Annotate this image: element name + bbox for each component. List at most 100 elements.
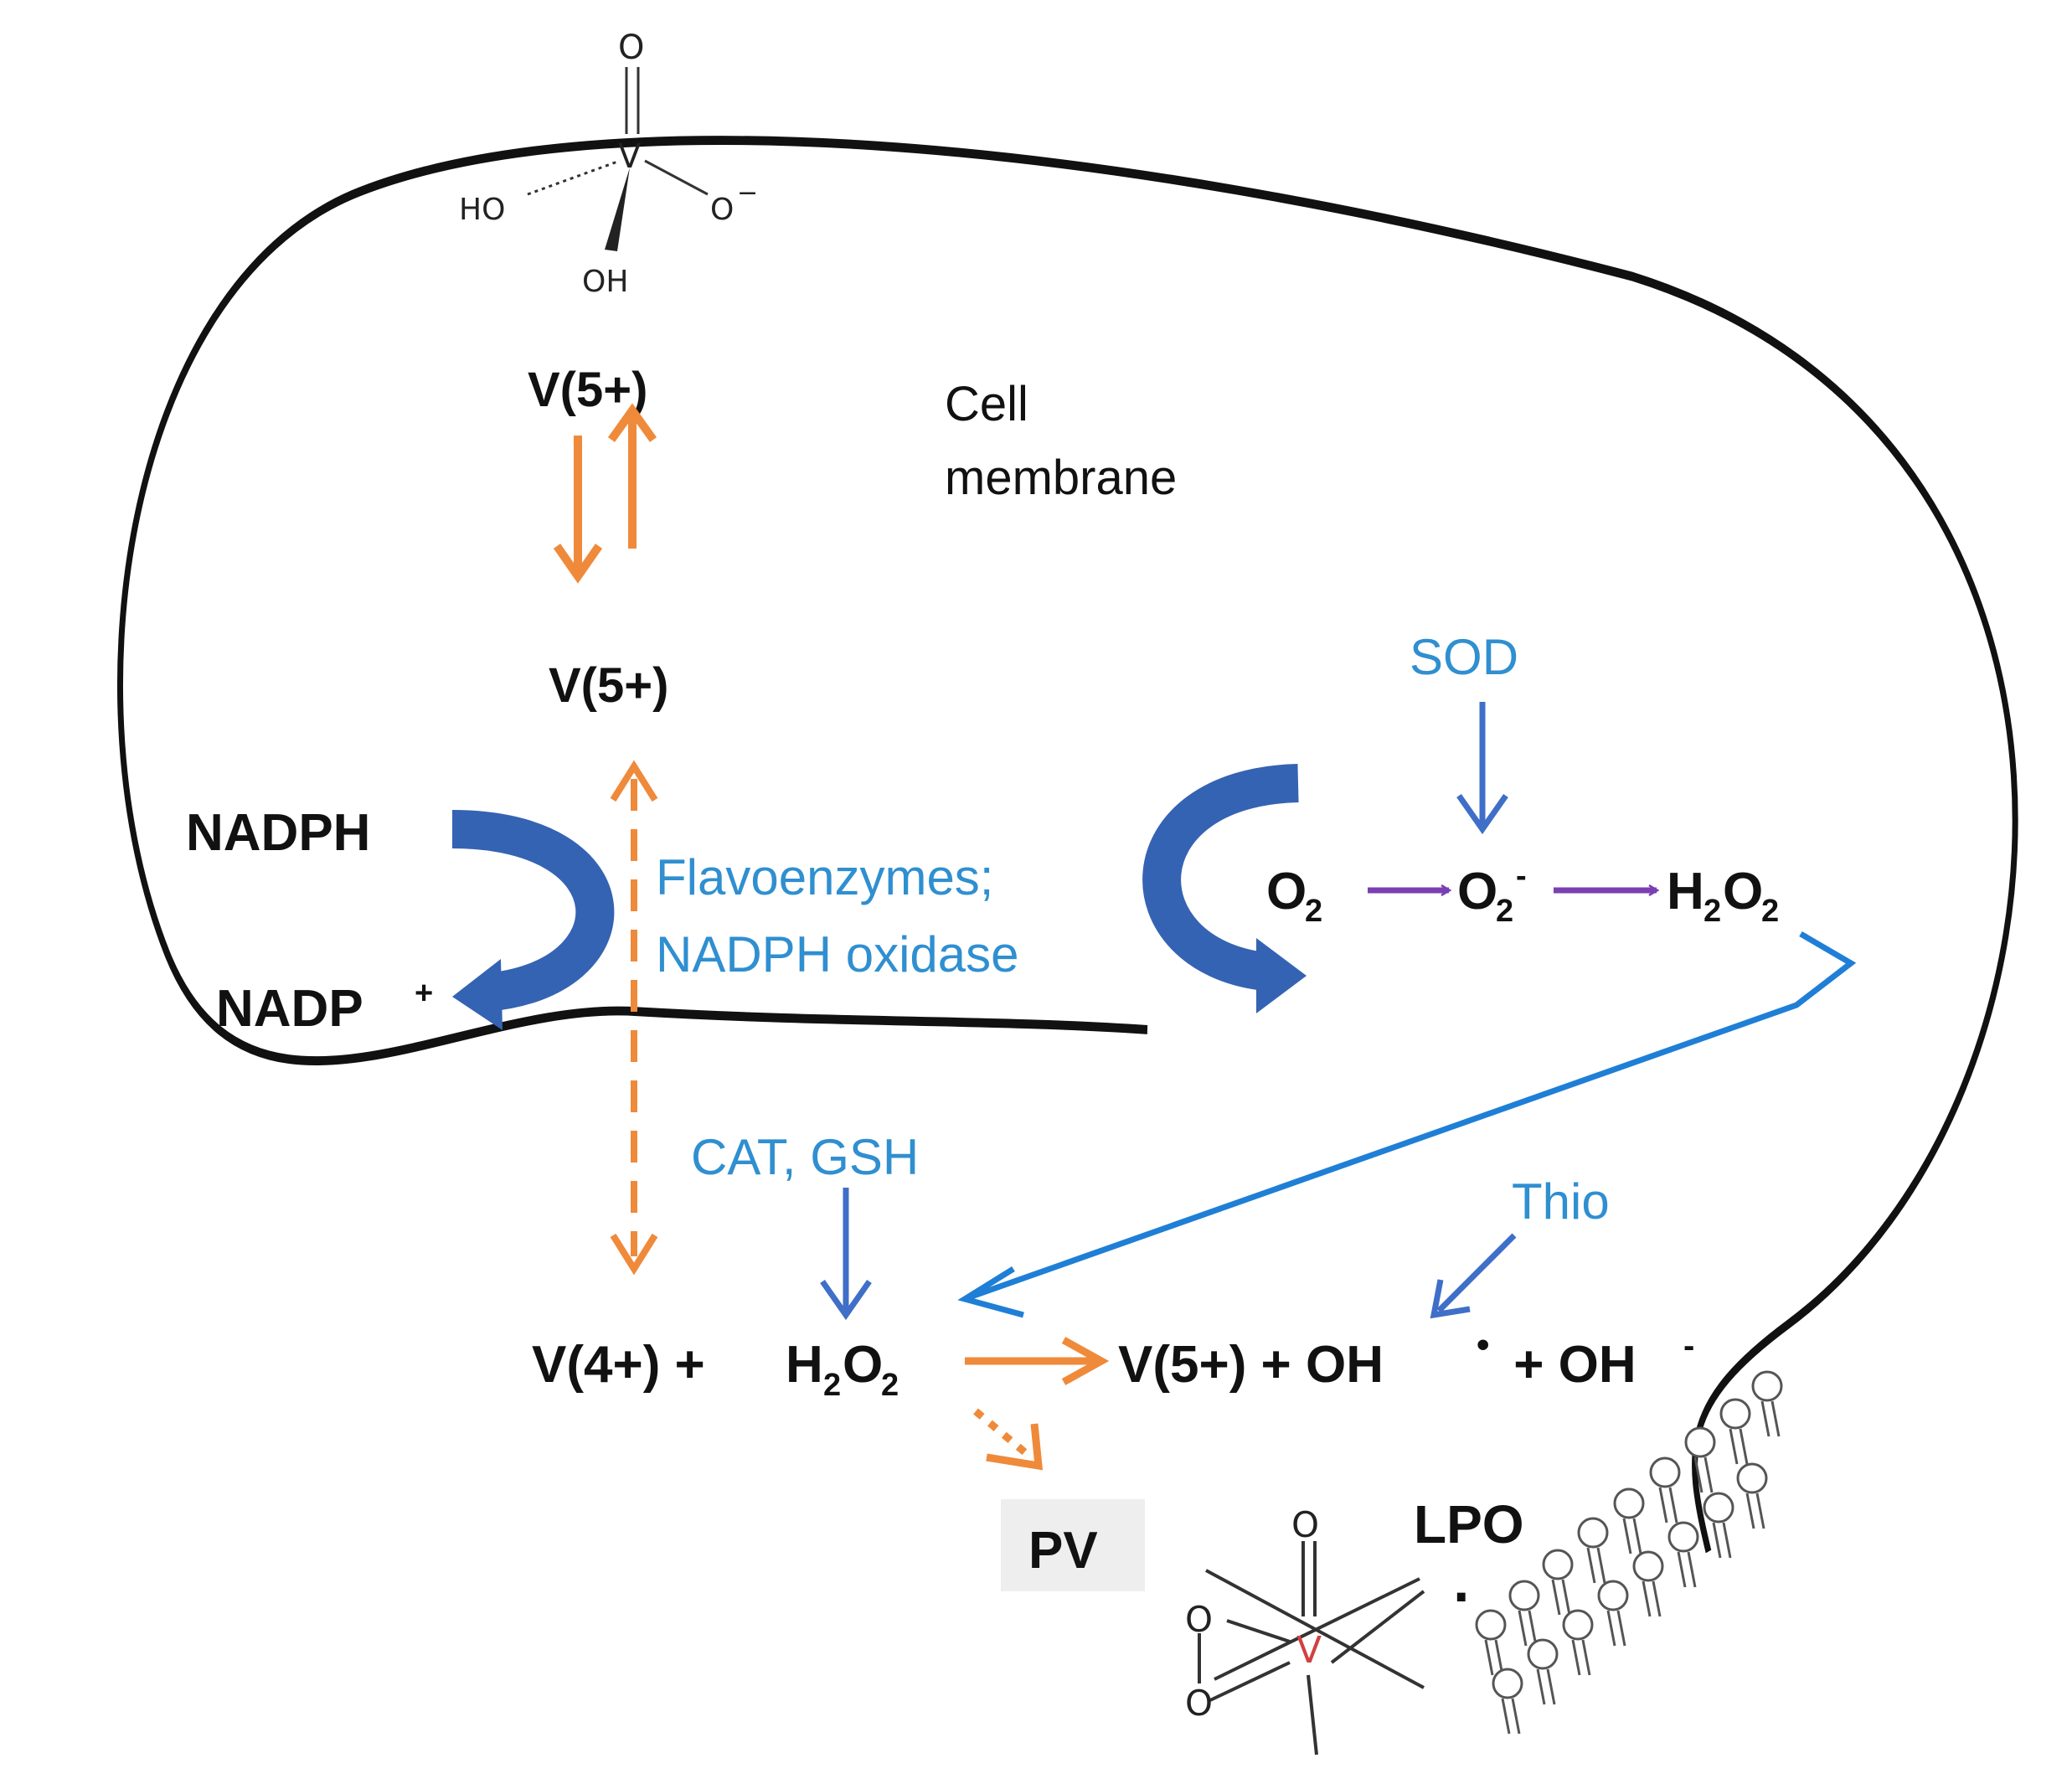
- h2o2-top-o-sub: 2: [1761, 894, 1779, 929]
- h2o2-feedback-line: [957, 931, 1857, 1318]
- lipid-tail: [1536, 1668, 1546, 1705]
- sod-arrow: [1456, 702, 1508, 835]
- superoxide-base: O: [1457, 863, 1497, 920]
- peroxo-v: V: [1296, 1629, 1322, 1672]
- lipid-tail: [1658, 1487, 1668, 1523]
- lipid-head: [1597, 1580, 1629, 1611]
- lipid-tail: [1739, 1428, 1749, 1465]
- lipid-tail: [1760, 1400, 1770, 1437]
- peroxovanadium-structure: [1198, 1541, 1425, 1755]
- lipid-tail: [1501, 1698, 1511, 1735]
- lipid-head: [1684, 1426, 1716, 1458]
- cat-gsh-label: CAT, GSH: [691, 1129, 919, 1185]
- lipid-head: [1632, 1550, 1664, 1582]
- oxygen-curved-arrow: [1142, 764, 1307, 1013]
- lipid-tail: [1581, 1639, 1591, 1676]
- lipid-tail: [1484, 1639, 1494, 1676]
- membrane-label: membrane: [945, 451, 1177, 505]
- nadph-curved-arrow: [451, 810, 615, 1030]
- lipid-tail: [1606, 1610, 1616, 1647]
- lipid-tail: [1546, 1668, 1556, 1705]
- lipid-tail: [1632, 1518, 1642, 1554]
- o2-base: O: [1266, 863, 1307, 920]
- lipid-tail: [1642, 1580, 1652, 1617]
- superoxide-sub: 2: [1496, 894, 1513, 929]
- pv-box: [1001, 1499, 1145, 1591]
- h2o2-top-h: H: [1667, 863, 1704, 920]
- cell-membrane-outline: [117, 136, 2018, 1554]
- lipid-tail: [1551, 1579, 1561, 1616]
- cat-gsh-arrow: [820, 1188, 872, 1321]
- reaction-radical: •: [1477, 1324, 1489, 1365]
- reaction-oh-minus: -: [1683, 1328, 1694, 1364]
- o2-sub: 2: [1305, 894, 1322, 929]
- vanadate-oh: OH: [582, 265, 628, 299]
- lipid-head: [1527, 1638, 1559, 1670]
- sod-label: SOD: [1410, 629, 1518, 685]
- lipid-tail: [1561, 1579, 1571, 1616]
- thio-arrow: [1430, 1233, 1517, 1319]
- lipid-tail: [1722, 1522, 1732, 1559]
- reaction-h2o2-o-sub: 2: [881, 1368, 899, 1403]
- thio-label: Thio: [1512, 1173, 1610, 1230]
- lipid-head: [1475, 1609, 1507, 1641]
- peroxo-o-top: O: [1291, 1504, 1319, 1545]
- lipid-head: [1542, 1549, 1574, 1580]
- lipid-tail: [1586, 1547, 1596, 1584]
- lipid-head: [1649, 1456, 1681, 1488]
- peroxo-o-a: O: [1185, 1599, 1213, 1640]
- peroxo-o-b: O: [1185, 1683, 1213, 1724]
- vanadate-minus: −: [737, 178, 758, 208]
- lipid-tail: [1703, 1456, 1714, 1493]
- lipid-head: [1703, 1492, 1734, 1523]
- lipid-tail: [1770, 1400, 1781, 1437]
- vanadate-structure: O V HO O − OH: [459, 28, 758, 299]
- pv-dotted-arrow: [973, 1408, 1044, 1471]
- lipid-head: [1736, 1462, 1768, 1494]
- lipid-tail: [1668, 1487, 1678, 1523]
- lipid-tail: [1622, 1518, 1632, 1554]
- h2o2-top-o: O: [1723, 863, 1763, 920]
- lipid-tail: [1652, 1580, 1662, 1617]
- lipid-tail: [1616, 1610, 1626, 1647]
- nadp-label: NADP: [216, 980, 363, 1038]
- reaction-main-arrow: [965, 1337, 1110, 1385]
- reaction-right: V(5+) + OH: [1118, 1336, 1384, 1394]
- pv-label: PV: [1028, 1522, 1098, 1580]
- lipid-head: [1613, 1487, 1645, 1519]
- reaction-h2o2-o: O: [843, 1336, 883, 1394]
- lipid-tail: [1518, 1610, 1528, 1647]
- nadp-plus-sup: +: [415, 976, 433, 1011]
- lipid-head: [1508, 1580, 1540, 1611]
- lipid-tail: [1528, 1610, 1538, 1647]
- lipid-tail: [1677, 1551, 1687, 1588]
- vanadate-v: V: [618, 137, 642, 176]
- lipid-tail: [1596, 1547, 1606, 1584]
- membrane-transport-arrows: [553, 403, 657, 584]
- superoxide-sup: -: [1516, 858, 1527, 894]
- lipid-head: [1751, 1370, 1783, 1402]
- lipid-tail: [1755, 1493, 1765, 1529]
- vanadate-ho: HO: [459, 193, 505, 227]
- reaction-left: V(4+) +: [532, 1336, 719, 1394]
- vanadate-o-top: O: [618, 28, 644, 67]
- lipid-tail: [1511, 1698, 1521, 1735]
- v5-outside-label: V(5+): [528, 363, 647, 417]
- lpo-label: LPO: [1414, 1494, 1524, 1554]
- lipid-bilayer-illustration: [1475, 1370, 1783, 1735]
- lipid-tail: [1693, 1456, 1703, 1493]
- vanadate-o-minus: O: [710, 193, 734, 227]
- lipid-tail: [1729, 1428, 1739, 1465]
- o2-species: O 2: [1266, 863, 1322, 929]
- v5-inside-label: V(5+): [549, 658, 668, 713]
- lipid-head: [1577, 1517, 1609, 1549]
- reaction-right-tail: + OH: [1499, 1336, 1636, 1394]
- lpo-dot: ·: [1453, 1564, 1472, 1629]
- lipid-tail: [1494, 1639, 1504, 1676]
- nadph-oxidase-label: NADPH oxidase: [656, 926, 1019, 982]
- h2o2-top-species: H 2 O 2: [1667, 863, 1779, 929]
- lipid-tail: [1712, 1522, 1722, 1559]
- lipid-tail: [1745, 1493, 1755, 1529]
- lipid-head: [1667, 1521, 1699, 1553]
